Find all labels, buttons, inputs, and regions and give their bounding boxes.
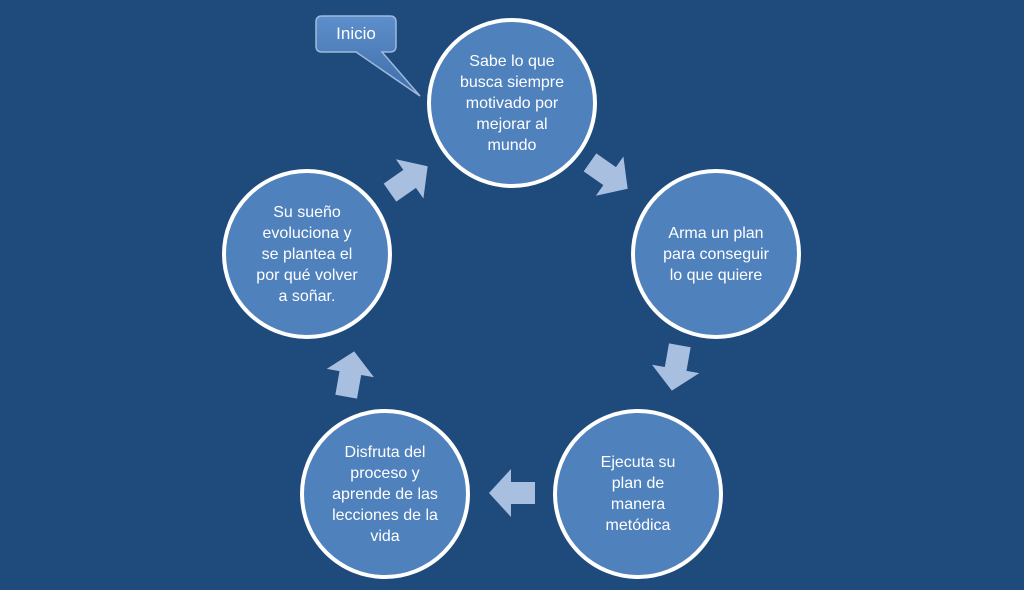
node-label-top: Sabe lo que busca siempre motivado por m… — [459, 52, 565, 154]
arrow-bottom-right-to-bottom-left — [489, 469, 535, 517]
node-label-right: Arma un plan para conseguir lo que quier… — [663, 224, 769, 284]
node-circle-bottom-right — [553, 409, 723, 579]
node-circle-left — [222, 169, 392, 339]
node-label-bottom-right: Ejecuta su plan de manera metódica — [600, 454, 676, 534]
node-label-left: Su sueño evoluciona y se plantea el por … — [256, 203, 358, 305]
node-circle-top — [427, 18, 597, 188]
arrow-bottom-left-to-left — [326, 351, 374, 399]
node-circle-bottom-left — [300, 409, 470, 579]
callout-label-inicio: Inicio — [336, 24, 376, 43]
arrow-top-to-right — [583, 153, 628, 196]
node-circle-right — [631, 169, 801, 339]
arrow-right-to-bottom-right — [652, 343, 700, 391]
arrow-left-to-top — [383, 159, 428, 202]
node-label-bottom-left: Disfruta del proceso y aprende de las le… — [332, 443, 438, 545]
callout-bubble — [315, 15, 421, 97]
